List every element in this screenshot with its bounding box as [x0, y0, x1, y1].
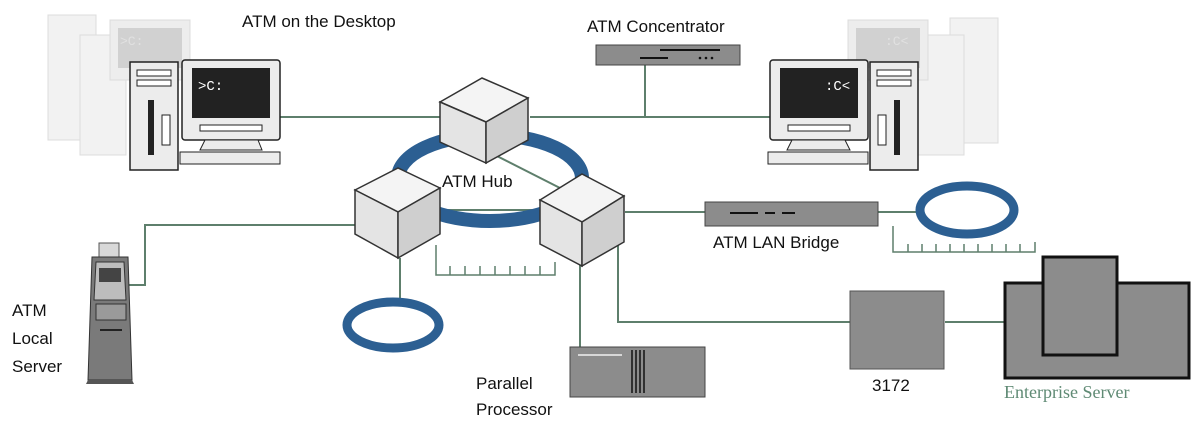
desktop-left-prompt: >C:	[198, 79, 223, 95]
label-atm-local-server-2: Local	[12, 329, 53, 348]
atm-lan-bridge-device	[704, 201, 879, 227]
label-parallel-processor-2: Processor	[476, 400, 553, 419]
atm-kiosk-device	[86, 242, 134, 384]
link-hub-3172	[617, 245, 850, 323]
hub-tick-bus	[435, 245, 556, 276]
label-parallel-processor-1: Parallel	[476, 374, 533, 393]
lan-tick-bus	[892, 226, 1036, 253]
enterprise-server-device	[1003, 255, 1191, 380]
label-atm-lan-bridge: ATM LAN Bridge	[713, 233, 840, 252]
label-atm-local-server-3: Server	[12, 357, 63, 376]
lan-ring	[915, 181, 1019, 239]
desktop-left-computer	[129, 59, 281, 171]
desktop-left-screen	[192, 68, 270, 118]
device-3172-box	[849, 290, 945, 370]
atm-concentrator-device	[595, 44, 741, 66]
hub-cube-right	[538, 173, 626, 268]
desktop-right-computer	[767, 59, 919, 171]
label-enterprise-server: Enterprise Server	[1004, 382, 1130, 402]
desktop-right-screen	[780, 68, 858, 118]
desktop-left-ghost	[47, 14, 191, 156]
parallel-processor-device	[569, 346, 706, 398]
desktop-right-prompt: :C<	[825, 79, 850, 95]
label-atm-desktop: ATM on the Desktop	[242, 12, 396, 31]
label-atm-local-server-1: ATM	[12, 301, 47, 320]
local-ring	[342, 297, 444, 353]
hub-cube-left	[353, 167, 442, 260]
desktop-right-ghost-prompt: :C<	[885, 34, 909, 49]
desktop-right-ghost	[847, 17, 999, 156]
desktop-left-ghost-prompt: >C:	[120, 34, 143, 49]
label-atm-concentrator: ATM Concentrator	[587, 17, 725, 36]
hub-cube-top	[438, 77, 530, 165]
label-3172: 3172	[872, 376, 910, 395]
label-atm-hub: ATM Hub	[442, 172, 513, 191]
link-atm-server-hub	[128, 224, 360, 286]
